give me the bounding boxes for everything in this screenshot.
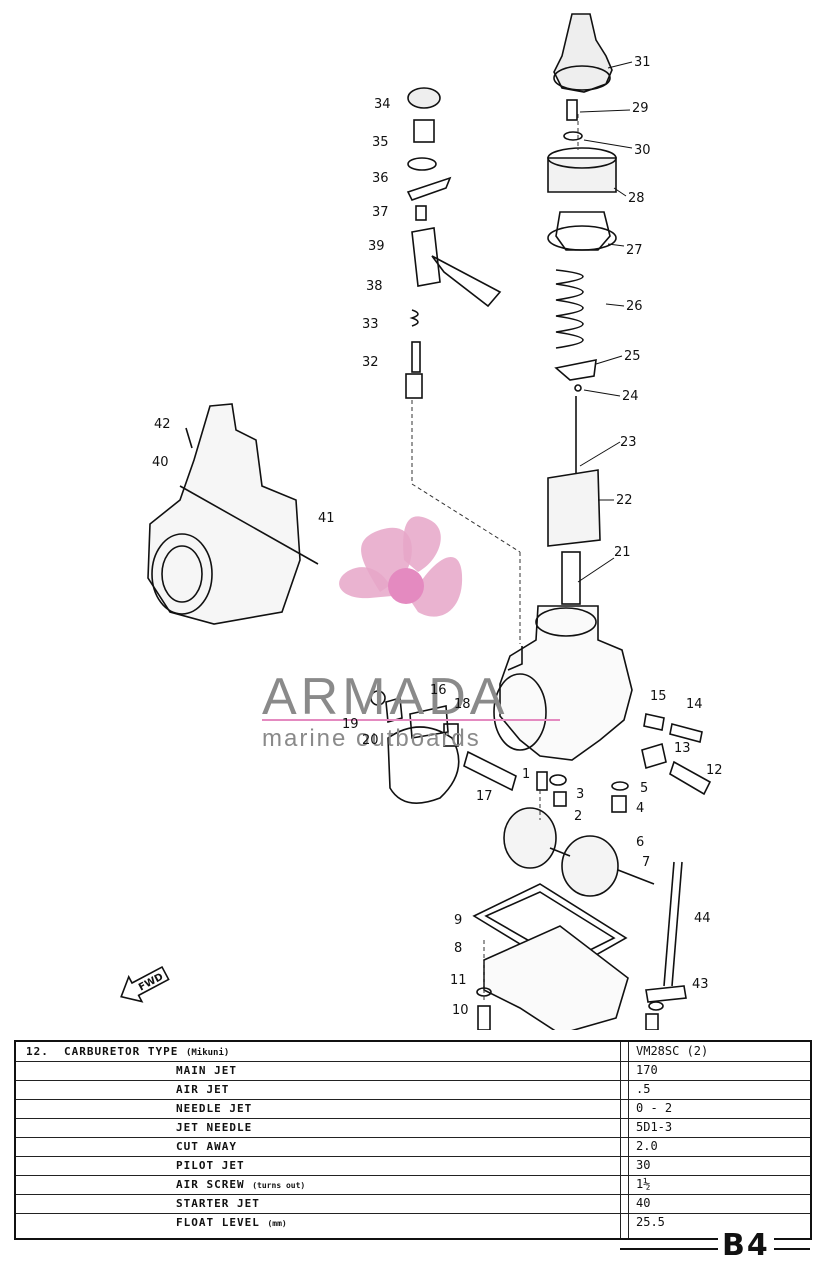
row-label: AIR SCREW (turns out) bbox=[176, 1178, 305, 1191]
row-value: 0 - 2 bbox=[636, 1101, 673, 1115]
alignment-lines bbox=[411, 114, 579, 1000]
table-divider bbox=[620, 1042, 621, 1238]
callout-12: 12 bbox=[706, 763, 723, 778]
callout-43: 43 bbox=[692, 977, 709, 992]
callout-40: 40 bbox=[152, 455, 169, 470]
callout-26: 26 bbox=[626, 299, 643, 314]
table-row: FLOAT LEVEL (mm) 25.5 bbox=[16, 1213, 810, 1232]
callout-7: 7 bbox=[642, 855, 650, 870]
row-label-text: AIR SCREW bbox=[176, 1178, 245, 1191]
callout-8: 8 bbox=[454, 941, 462, 956]
callout-21: 21 bbox=[614, 545, 631, 560]
callout-30: 30 bbox=[634, 143, 651, 158]
callout-39: 39 bbox=[368, 239, 385, 254]
row-label-suffix: (turns out) bbox=[252, 1181, 306, 1190]
table-title-suffix: (Mikuni) bbox=[185, 1048, 230, 1058]
watermark-tagline: marine outboards bbox=[262, 725, 481, 752]
row-label-suffix: (mm) bbox=[267, 1219, 287, 1228]
page-code: B4 bbox=[718, 1228, 774, 1263]
callout-27: 27 bbox=[626, 243, 643, 258]
callout-36: 36 bbox=[372, 171, 389, 186]
callout-19: 19 bbox=[342, 717, 359, 732]
callout-2: 2 bbox=[574, 809, 582, 824]
row-label: JET NEEDLE bbox=[176, 1121, 253, 1134]
table-divider bbox=[628, 1042, 629, 1238]
callout-6: 6 bbox=[636, 835, 644, 850]
table-row: STARTER JET 40 bbox=[16, 1194, 810, 1214]
table-header-row: 12. CARBURETOR TYPE (Mikuni) VM28SC (2) bbox=[16, 1042, 810, 1062]
table-title: CARBURETOR TYPE (Mikuni) bbox=[64, 1045, 229, 1058]
callout-24: 24 bbox=[622, 389, 639, 404]
callout-44: 44 bbox=[694, 911, 711, 926]
row-label: AIR JET bbox=[176, 1083, 230, 1096]
callout-16: 16 bbox=[430, 683, 447, 698]
row-value: 30 bbox=[636, 1158, 651, 1172]
callout-18: 18 bbox=[454, 697, 471, 712]
callout-38: 38 bbox=[366, 279, 383, 294]
callout-4: 4 bbox=[636, 801, 644, 816]
callout-5: 5 bbox=[640, 781, 648, 796]
callout-9: 9 bbox=[454, 913, 462, 928]
callout-41: 41 bbox=[318, 511, 335, 526]
table-row: JET NEEDLE 5D1-3 bbox=[16, 1118, 810, 1138]
carburetor-type-value: VM28SC (2) bbox=[636, 1044, 709, 1058]
row-label: MAIN JET bbox=[176, 1064, 237, 1077]
table-row: AIR JET .5 bbox=[16, 1080, 810, 1100]
table-row: CUT AWAY 2.0 bbox=[16, 1137, 810, 1157]
row-label: FLOAT LEVEL (mm) bbox=[176, 1216, 287, 1229]
row-label-text: FLOAT LEVEL bbox=[176, 1216, 260, 1229]
watermark-brand: ARMADA bbox=[262, 668, 508, 726]
row-value: 5D1-3 bbox=[636, 1120, 673, 1134]
table-row: MAIN JET 170 bbox=[16, 1061, 810, 1081]
callout-15: 15 bbox=[650, 689, 667, 704]
exploded-diagram: ARMADA marine outboards FWD 1 2 3 4 5 6 … bbox=[120, 13, 723, 1030]
row-label: NEEDLE JET bbox=[176, 1102, 253, 1115]
table-row: NEEDLE JET 0 - 2 bbox=[16, 1099, 810, 1119]
callout-3: 3 bbox=[576, 787, 584, 802]
callout-20: 20 bbox=[362, 733, 379, 748]
diagram-parts bbox=[147, 13, 712, 1030]
watermark-logo: ARMADA marine outboards bbox=[262, 516, 560, 752]
page-code-rule bbox=[620, 1248, 810, 1250]
callout-23: 23 bbox=[620, 435, 637, 450]
callout-42: 42 bbox=[154, 417, 171, 432]
row-value: .5 bbox=[636, 1082, 651, 1096]
callout-10: 10 bbox=[452, 1003, 469, 1018]
callout-29: 29 bbox=[632, 101, 649, 116]
callout-25: 25 bbox=[624, 349, 641, 364]
table-row: AIR SCREW (turns out) 1½ bbox=[16, 1175, 810, 1195]
callout-31: 31 bbox=[634, 55, 651, 70]
callout-17: 17 bbox=[476, 789, 493, 804]
callout-13: 13 bbox=[674, 741, 691, 756]
callout-33: 33 bbox=[362, 317, 379, 332]
fwd-arrow-icon: FWD bbox=[120, 965, 170, 1003]
table-row: PILOT JET 30 bbox=[16, 1156, 810, 1176]
carburetor-spec-table: 12. CARBURETOR TYPE (Mikuni) VM28SC (2) … bbox=[14, 1040, 812, 1240]
row-value: 1½ bbox=[636, 1177, 651, 1191]
row-label: STARTER JET bbox=[176, 1197, 260, 1210]
row-label: PILOT JET bbox=[176, 1159, 245, 1172]
callout-11: 11 bbox=[450, 973, 467, 988]
callout-28: 28 bbox=[628, 191, 645, 206]
row-label: CUT AWAY bbox=[176, 1140, 237, 1153]
table-title-text: CARBURETOR TYPE bbox=[64, 1045, 179, 1058]
callout-37: 37 bbox=[372, 205, 389, 220]
row-value: 2.0 bbox=[636, 1139, 658, 1153]
row-value: 170 bbox=[636, 1063, 658, 1077]
callout-1: 1 bbox=[522, 767, 530, 782]
row-value: 25.5 bbox=[636, 1215, 665, 1229]
leader-lines bbox=[577, 61, 633, 583]
callout-14: 14 bbox=[686, 697, 703, 712]
section-number: 12. bbox=[26, 1045, 49, 1058]
callout-22: 22 bbox=[616, 493, 633, 508]
callout-32: 32 bbox=[362, 355, 379, 370]
callout-34: 34 bbox=[374, 97, 391, 112]
callout-labels: 1 2 3 4 5 6 7 8 9 10 11 12 13 14 15 16 1… bbox=[152, 55, 723, 1018]
row-value: 40 bbox=[636, 1196, 651, 1210]
callout-35: 35 bbox=[372, 135, 389, 150]
